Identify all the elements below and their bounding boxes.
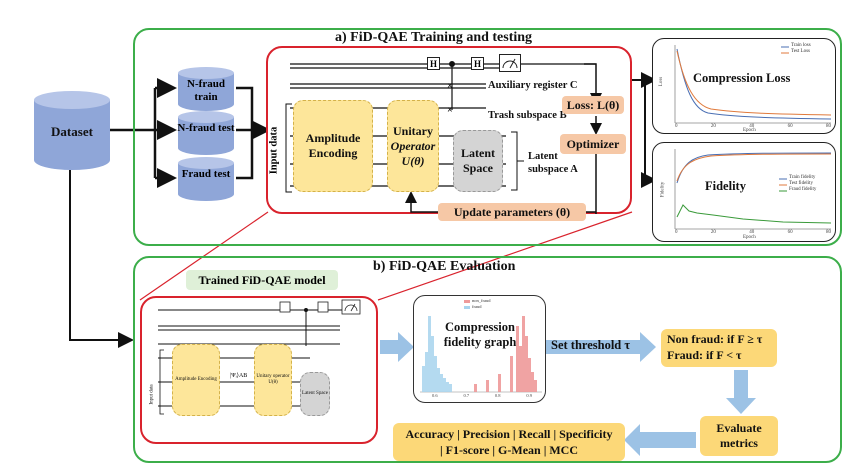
- hist-fraud-bars: [474, 316, 537, 392]
- panel-evaluation: [133, 256, 842, 463]
- histogram-title: Compression fidelity graph: [443, 320, 517, 349]
- unitary-line-1: Unitary: [393, 123, 433, 138]
- threshold-rule-box: Non fraud: if F ≥ τ Fraud: if F < τ: [661, 329, 777, 367]
- fid-ylabel: Fidelity: [660, 181, 666, 198]
- compression-fidelity-histogram: non_fraud fraud 0.6 0.7 0.8 0.9 Compress…: [413, 295, 546, 403]
- mini-input-label: Input data: [149, 384, 155, 405]
- nonfraud-rule: Non fraud: if F ≥ τ: [667, 332, 763, 346]
- compression-loss-title: Compression Loss: [693, 71, 791, 85]
- nfraud-train-cylinder-icon: [178, 67, 234, 111]
- loss-xtick: 20: [710, 124, 716, 129]
- unitary-line-2: Operator: [390, 138, 436, 153]
- hist-nonfraud-bars: [422, 316, 452, 392]
- fidelity-title: Fidelity: [705, 179, 746, 193]
- fid-legend-fraud: Fraud fidelity: [789, 187, 817, 192]
- loss-test-line: [676, 50, 832, 116]
- dataset-label: Dataset: [51, 124, 93, 139]
- fid-xtick: 80: [826, 230, 831, 235]
- measurement-meter-icon: [499, 54, 521, 72]
- panel-training-testing: [133, 28, 842, 246]
- blue-arrow-down-to-evaluate: [726, 370, 756, 414]
- blue-arrow-to-threshold-rule: [545, 332, 656, 362]
- nfraud-train-label: N-fraud train: [187, 78, 225, 103]
- hist-xtick: 0.9: [526, 393, 532, 398]
- mini-latent-block: Latent Space: [300, 372, 330, 416]
- latent-subspace-label: Latent subspace A: [528, 151, 578, 176]
- arrow-dataset-to-evaluation: [69, 170, 134, 348]
- nfraud-test-label: N-fraud test: [177, 122, 235, 134]
- dataset-cylinder-icon: [34, 91, 110, 170]
- mini-meter-icon: [341, 299, 361, 315]
- aux-register-label: Auxiliary register C: [488, 80, 578, 91]
- optimizer-box: Optimizer: [560, 134, 626, 154]
- loss-train-line: [676, 48, 832, 120]
- trained-model-label: Trained FiD-QAE model: [186, 270, 338, 290]
- fid-legend-train: Train fidelity: [789, 175, 816, 180]
- fid-xlabel: Epoch: [743, 235, 756, 240]
- nfraud-test-cylinder-icon: [178, 111, 234, 155]
- input-data-label: Input data: [268, 126, 280, 174]
- mini-state-label: |Ψᵢ⟩AB: [230, 373, 248, 379]
- loss-xtick: 80: [826, 124, 831, 129]
- compression-loss-chart: Train loss Test Loss Compression Loss Lo…: [652, 38, 836, 134]
- latent-space-block: Latent Space: [453, 130, 503, 192]
- hadamard-gate-1: H: [427, 57, 440, 70]
- fid-fraud-line: [676, 204, 832, 224]
- loss-xlabel: Epoch: [743, 128, 756, 133]
- fid-xtick: 0: [675, 230, 678, 235]
- fraud-rule: Fraud: if F < τ: [667, 347, 742, 362]
- hist-xtick: 0.8: [494, 393, 501, 398]
- loss-ylabel: Loss: [659, 76, 665, 87]
- metrics-list-box: Accuracy | Precision | Recall | Specific…: [393, 423, 625, 461]
- svg-text:×: ×: [447, 81, 453, 92]
- fid-legend-test: Test fidelity: [789, 181, 813, 186]
- hist-legend-nonfraud: non_fraud: [472, 298, 491, 303]
- evaluate-metrics-box: Evaluate metrics: [700, 416, 778, 456]
- mini-unitary-block: Unitary operator U(θ): [254, 344, 292, 416]
- loss-xtick: 40: [749, 124, 755, 129]
- amplitude-encoding-block: Amplitude Encoding: [293, 100, 373, 192]
- fid-xtick: 60: [787, 230, 793, 235]
- unitary-line-3: U(θ): [401, 153, 425, 168]
- fidelity-chart: Train fidelity Test fidelity Fraud fidel…: [652, 142, 836, 242]
- metrics-line-1: Accuracy | Precision | Recall | Specific…: [405, 427, 613, 441]
- hist-xtick: 0.7: [463, 393, 470, 398]
- loss-legend-train: Train loss: [791, 43, 811, 48]
- fid-xtick: 40: [749, 230, 755, 235]
- hist-legend-fraud-swatch: [464, 306, 470, 309]
- set-threshold-label: Set threshold τ: [551, 338, 631, 352]
- fid-xtick: 20: [710, 230, 716, 235]
- trash-subspace-label: Trash subspace B: [488, 110, 567, 121]
- loss-xtick: 0: [675, 124, 678, 129]
- update-parameters-box: Update parameters (θ): [438, 203, 586, 221]
- panel-a-title: a) FiD-QAE Training and testing: [335, 30, 533, 45]
- hist-xtick: 0.6: [432, 393, 438, 398]
- svg-text:×: ×: [447, 105, 453, 116]
- fraud-test-cylinder-icon: [178, 157, 234, 201]
- panel-b-title: b) FiD-QAE Evaluation: [373, 259, 516, 274]
- loss-function-box: Loss: L(θ): [562, 96, 624, 114]
- loss-xtick: 60: [787, 124, 793, 129]
- metrics-line-2: | F1-score | G-Mean | MCC: [440, 443, 578, 458]
- hist-legend-fraud: fraud: [472, 304, 482, 309]
- blue-arrow-to-metrics: [624, 424, 696, 456]
- hist-legend-nonfraud-swatch: [464, 300, 470, 303]
- fid-test-line: [676, 153, 832, 182]
- mini-amplitude-encoding-block: Amplitude Encoding: [172, 344, 220, 416]
- hadamard-gate-2: H: [471, 57, 484, 70]
- fraud-test-label: Fraud test: [181, 168, 231, 180]
- unitary-operator-block: Unitary Operator U(θ): [387, 100, 439, 192]
- blue-arrow-to-histogram: [380, 332, 414, 362]
- loss-legend-test: Test Loss: [791, 49, 810, 54]
